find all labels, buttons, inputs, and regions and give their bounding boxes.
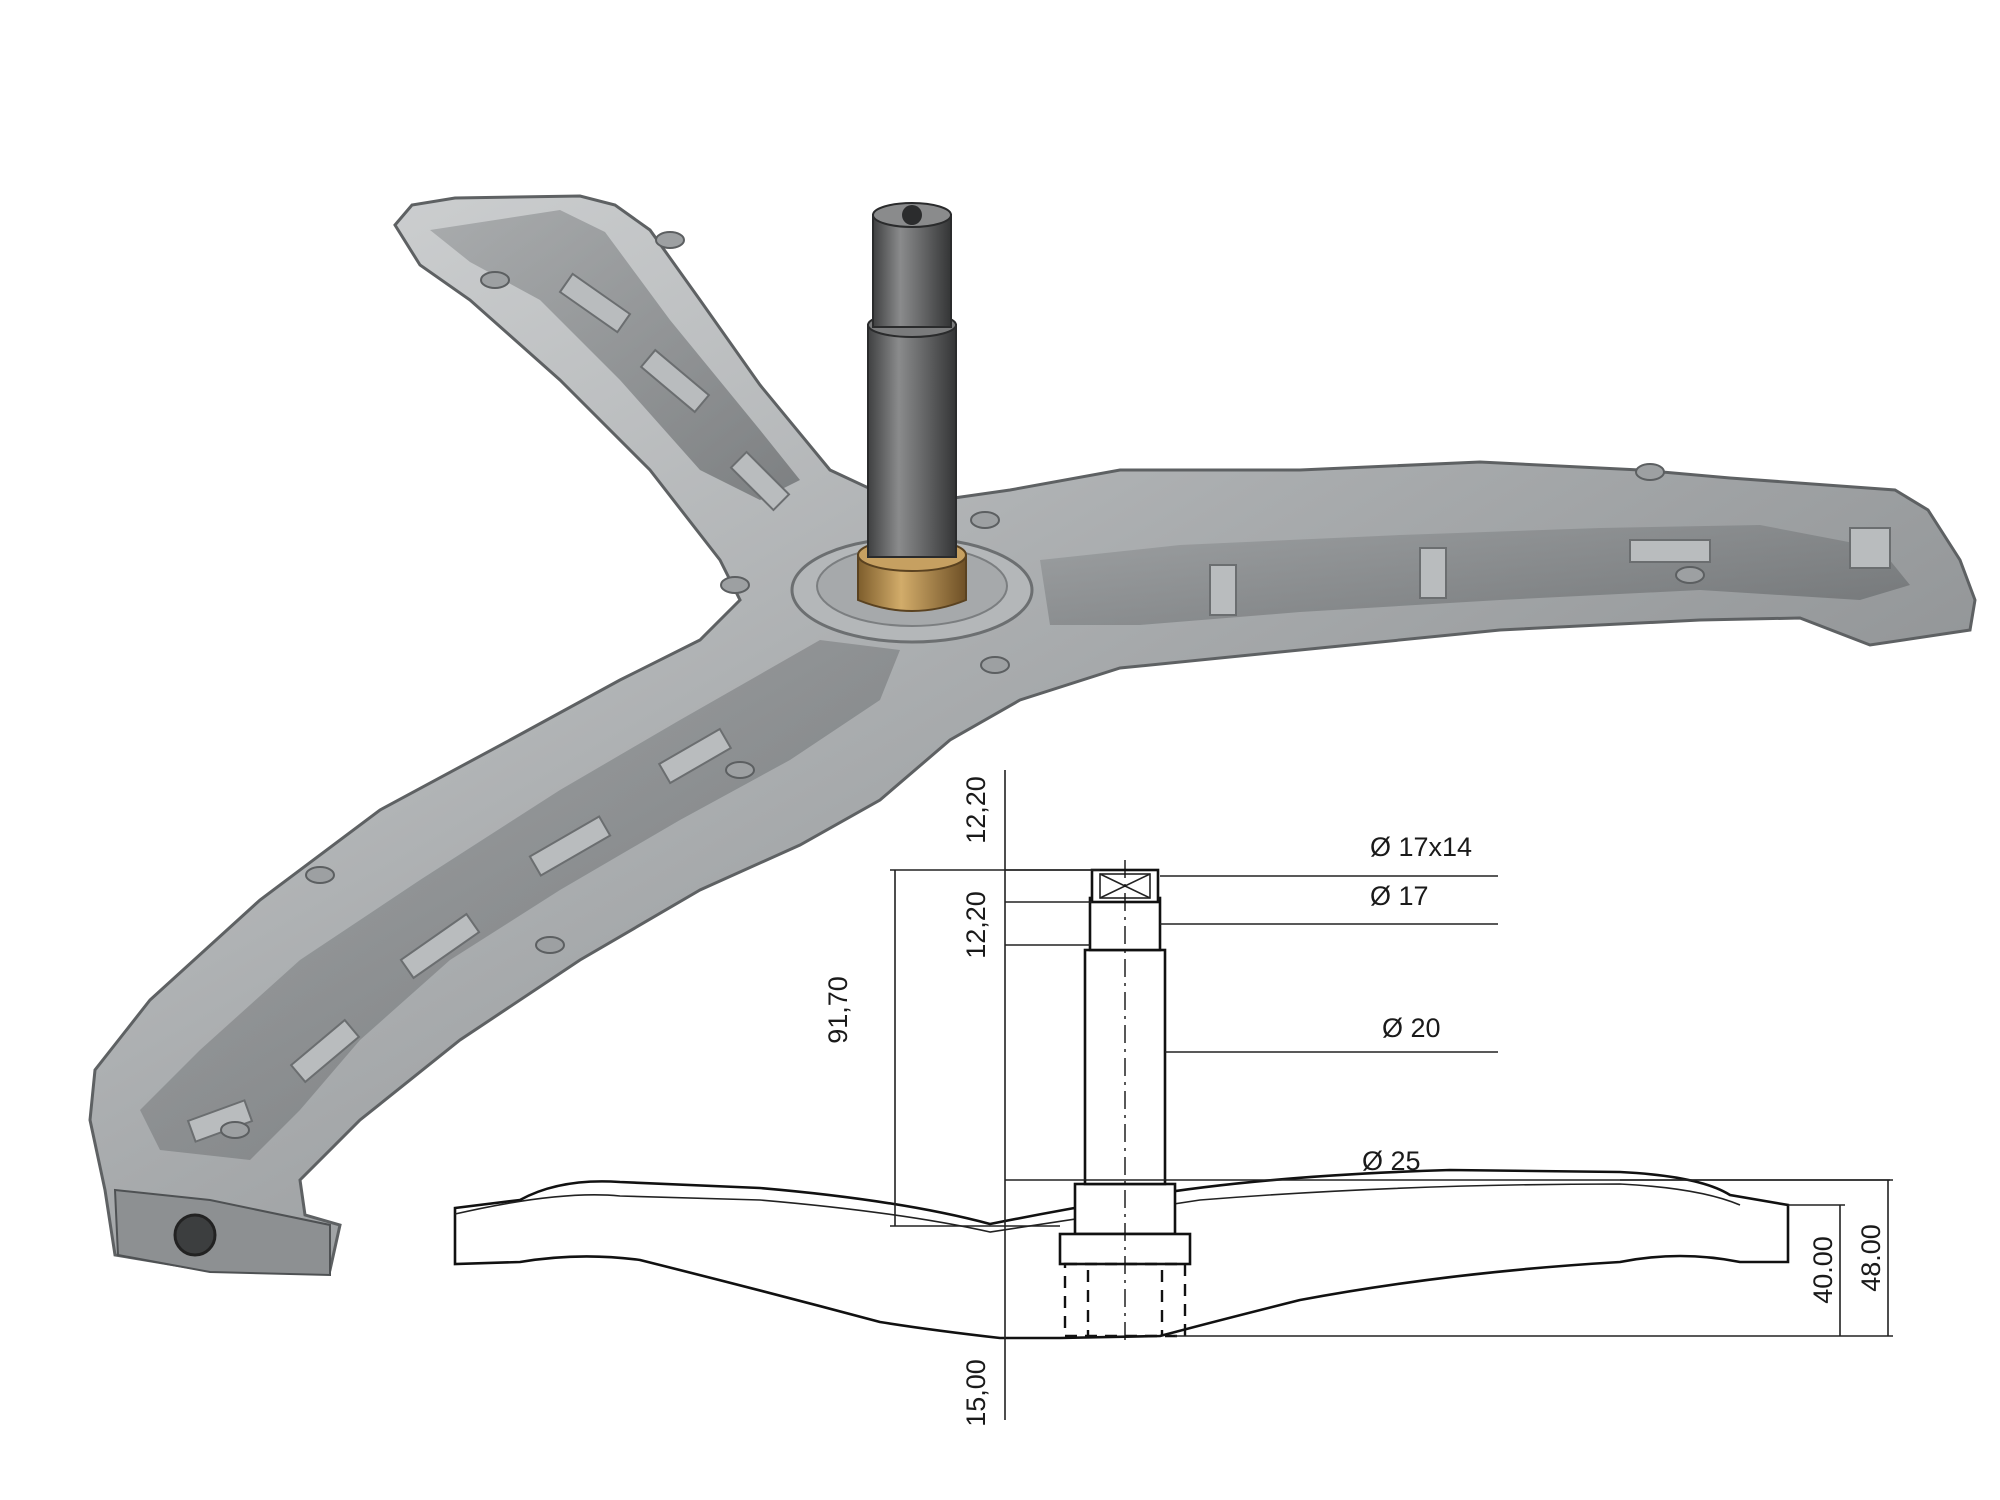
arm-end-boss: [113, 1188, 331, 1277]
spider-photo: [88, 194, 1977, 1277]
arm-ribs: [186, 272, 1891, 1143]
threaded-hole-icon: [173, 1213, 217, 1257]
shaft-lower: [867, 324, 957, 558]
dim-bottom-offset: 15,00: [961, 1359, 991, 1427]
arm-channel-lower: [140, 640, 900, 1160]
dim-dia-tip: Ø 17x14: [1370, 832, 1472, 862]
spider-casting: [88, 194, 1977, 1272]
shaft-upper: [872, 214, 952, 328]
dim-top-offset: 12,20: [961, 776, 991, 844]
dim-spline-length: 12,20: [961, 891, 991, 959]
dim-shaft-length: 91,70: [823, 976, 853, 1044]
arm-channel-upper: [430, 210, 800, 500]
dim-arm-height: 40.00: [1808, 1236, 1838, 1304]
shaft-thread-icon: [902, 205, 922, 225]
dim-dia-upper: Ø 17: [1370, 881, 1429, 911]
dim-dia-collar: Ø 25: [1362, 1146, 1421, 1176]
dim-total-height: 48.00: [1856, 1224, 1886, 1292]
rivet-holes: [220, 231, 1705, 1139]
dim-dia-middle: Ø 20: [1382, 1013, 1441, 1043]
technical-drawing: 12,20 12,20 91,70 15,00 Ø 17x14 Ø 17 Ø 2…: [453, 770, 1893, 1427]
